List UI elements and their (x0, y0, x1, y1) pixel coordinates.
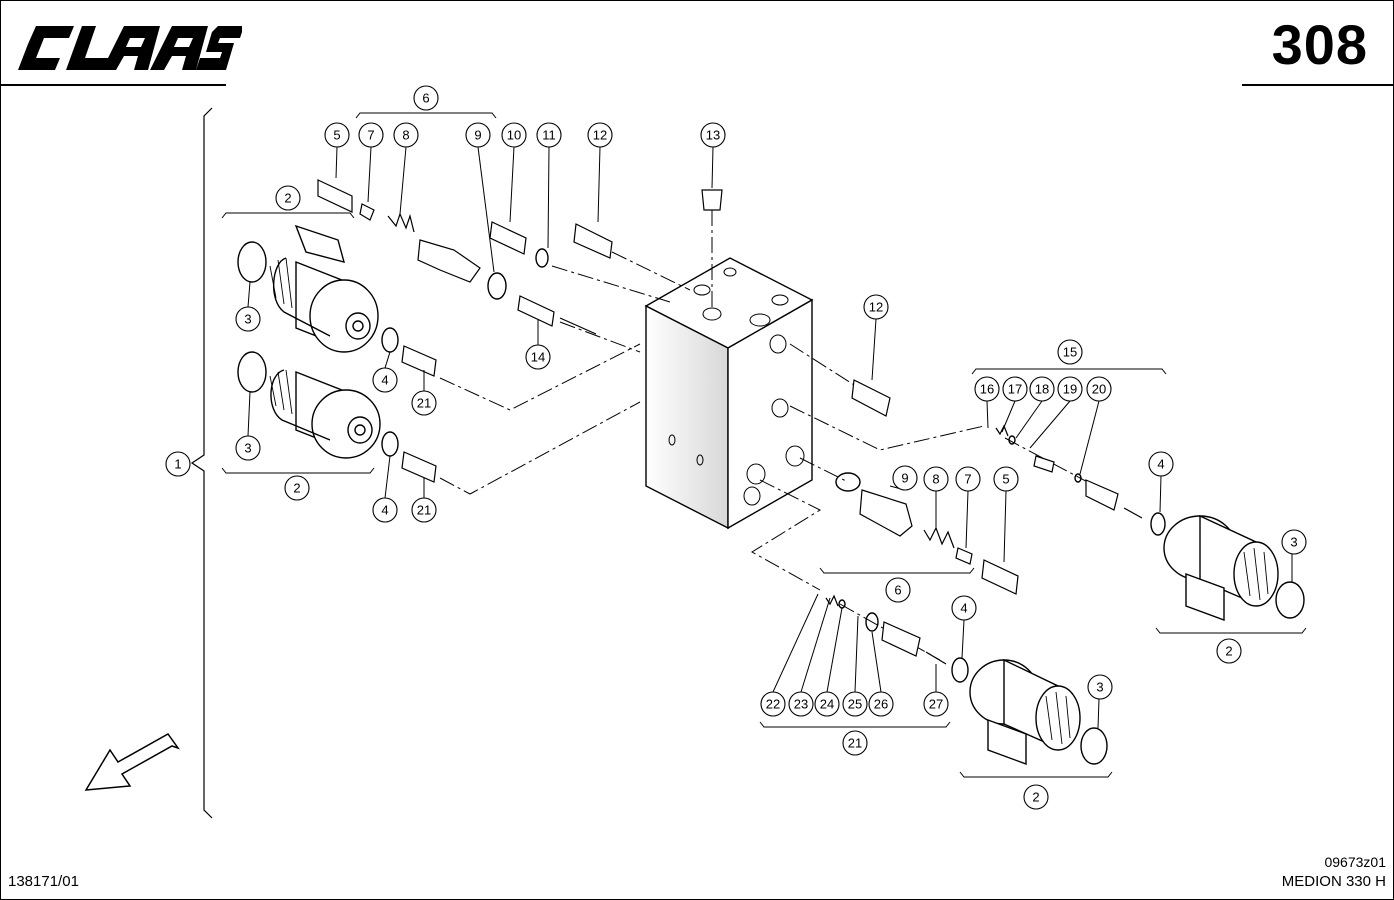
callout-circles (165, 85, 1307, 810)
callout-22: 22 (766, 697, 780, 712)
callout-27: 27 (929, 697, 943, 712)
page-number: 308 (1271, 13, 1368, 76)
callout-4: 4 (381, 503, 388, 518)
callout-2: 2 (284, 191, 291, 206)
callout-2: 2 (293, 481, 300, 496)
callout-3: 3 (244, 441, 251, 456)
callout-4: 4 (1157, 457, 1164, 472)
callout-13: 13 (706, 128, 720, 143)
solenoid-coil-upper-left (269, 224, 379, 353)
callout-21: 21 (848, 736, 862, 751)
o-rings (237, 241, 1305, 765)
callout-7: 7 (964, 472, 971, 487)
callout-8: 8 (932, 472, 939, 487)
claas-logo (18, 26, 242, 70)
callout-8: 8 (402, 128, 409, 143)
model-name: MEDION 330 H (1281, 873, 1386, 890)
callout-19: 19 (1063, 382, 1077, 397)
callout-21: 21 (417, 396, 431, 411)
callout-17: 17 (1008, 382, 1022, 397)
callout-16: 16 (980, 382, 994, 397)
callout-9: 9 (901, 471, 908, 486)
callout-11: 11 (542, 128, 556, 143)
solenoid-coil-upper-right (1163, 514, 1279, 622)
callout-5: 5 (1002, 472, 1009, 487)
direction-arrow-icon (84, 733, 180, 791)
callout-18: 18 (1035, 382, 1049, 397)
bracket-1 (190, 107, 213, 819)
pins (559, 317, 1143, 665)
callout-10: 10 (507, 128, 521, 143)
callout-12: 12 (869, 300, 883, 315)
callout-5: 5 (333, 128, 340, 143)
callout-25: 25 (848, 697, 862, 712)
callout-3: 3 (244, 312, 251, 327)
callout-2: 2 (1225, 644, 1232, 659)
solenoid-coil-lower-right (969, 658, 1081, 766)
callout-9: 9 (474, 128, 481, 143)
springs (387, 212, 1009, 607)
callout-4: 4 (381, 373, 388, 388)
callout-3: 3 (1290, 535, 1297, 550)
callout-26: 26 (874, 697, 888, 712)
callout-4: 4 (960, 601, 967, 616)
callout-6: 6 (894, 583, 901, 598)
valve-block (644, 257, 814, 530)
callout-20: 20 (1092, 382, 1106, 397)
callout-23: 23 (794, 697, 808, 712)
callout-7: 7 (367, 128, 374, 143)
callout-3: 3 (1096, 680, 1103, 695)
callout-15: 15 (1063, 345, 1077, 360)
group-brackets (221, 112, 1307, 778)
callout-12: 12 (593, 128, 607, 143)
callout-6: 6 (422, 91, 429, 106)
callout-24: 24 (820, 697, 834, 712)
callout-14: 14 (531, 350, 545, 365)
fittings (317, 179, 1119, 657)
callout-1: 1 (174, 457, 181, 472)
document-code: 138171/01 (8, 873, 79, 890)
solenoid-coil-lower-left (269, 369, 381, 459)
callout-labels: 1 2 2 2 2 3 3 3 3 4 4 4 4 5 5 6 6 7 7 8 … (174, 91, 1297, 805)
callout-21: 21 (417, 503, 431, 518)
leader-lines (247, 146, 1293, 729)
drawing-code: 09673z01 (1324, 854, 1386, 870)
callout-2: 2 (1032, 790, 1039, 805)
